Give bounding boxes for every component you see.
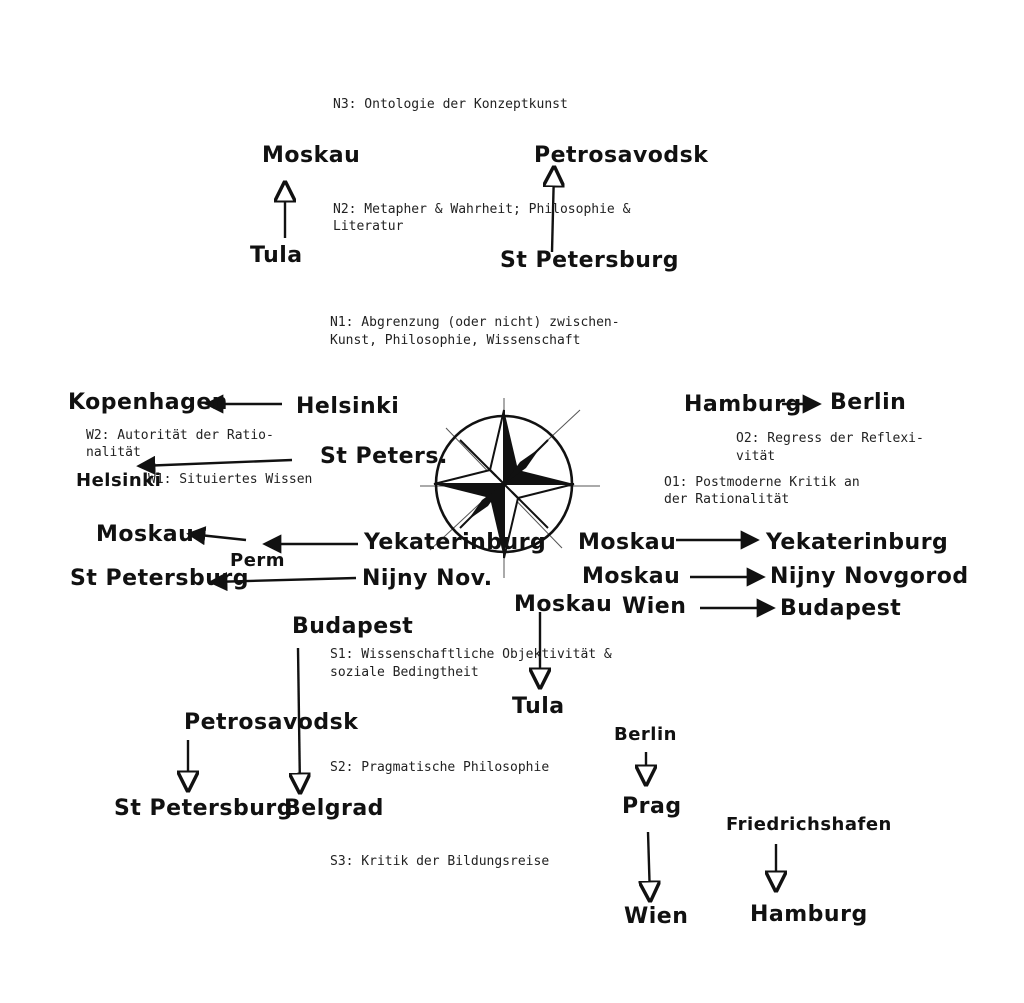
heading-o2-line2: vität: [736, 449, 776, 464]
place-wien-south: Wien: [624, 904, 689, 929]
heading-w2-line1: W2: Autorität der Ratio-: [86, 428, 274, 443]
heading-n1-line2: Kunst, Philosophie, Wissenschaft: [330, 333, 581, 348]
place-berlin-east: Berlin: [830, 390, 907, 415]
place-moskau-east-1: Moskau: [578, 530, 677, 555]
place-stpetersburg-west: St Petersburg: [70, 566, 249, 591]
place-helsinki-west: Helsinki: [296, 394, 400, 419]
heading-o2-line1: O2: Regress der Reflexi-: [736, 431, 924, 446]
heading-n2-line2: Literatur: [333, 219, 404, 234]
heading-o1-line1: O1: Postmoderne Kritik an: [664, 475, 860, 490]
place-moskau-east-2: Moskau: [582, 564, 681, 589]
place-budapest-south: Budapest: [292, 614, 414, 639]
place-berlin-south: Berlin: [614, 724, 677, 745]
place-stpetersburg-north: St Petersburg: [500, 248, 679, 273]
place-belgrad: Belgrad: [284, 796, 384, 821]
heading-s1-line2: soziale Bedingtheit: [330, 665, 479, 680]
place-yekaterinburg-east: Yekaterinburg: [766, 530, 949, 555]
heading-n3: N3: Ontologie der Konzeptkunst: [333, 97, 568, 112]
heading-w1: W1: Situiertes Wissen: [148, 472, 313, 487]
arrow-stpeters-helsinki: [136, 455, 293, 475]
place-hamburg-south: Hamburg: [750, 902, 868, 927]
place-yekaterinburg-west: Yekaterinburg: [364, 530, 547, 555]
heading-s2: S2: Pragmatische Philosophie: [330, 760, 550, 775]
place-helsinki-west-2: Helsinki: [76, 470, 162, 491]
heading-n1-line1: N1: Abgrenzung (oder nicht) zwischen-: [330, 315, 620, 330]
heading-n2-line1: N2: Metapher & Wahrheit; Philosophie &: [333, 202, 631, 217]
place-petrozavodsk-north: Petrosavodsk: [534, 143, 709, 168]
heading-w2-line2: nalität: [86, 445, 141, 460]
heading-s3: S3: Kritik der Bildungsreise: [330, 854, 550, 869]
place-tula-south: Tula: [512, 694, 565, 719]
arrow-belgrad-budapest: [298, 647, 300, 790]
place-petrozavodsk-south: Petrosavodsk: [184, 710, 359, 735]
place-wien-east: Wien: [622, 594, 687, 619]
place-nijny-west: Nijny Nov.: [362, 566, 493, 591]
place-budapest-east: Budapest: [780, 596, 902, 621]
place-tula-north: Tula: [250, 243, 303, 268]
heading-s1-line1: S1: Wissenschaftliche Objektivität &: [330, 647, 612, 662]
place-moskau-north: Moskau: [262, 143, 361, 168]
place-prag: Prag: [622, 794, 682, 819]
place-nijny-east: Nijny Novgorod: [770, 564, 969, 589]
place-hamburg-east: Hamburg: [684, 392, 802, 417]
place-moskau-south: Moskau: [514, 592, 613, 617]
place-moskau-west: Moskau: [96, 522, 195, 547]
arrow-nijny-stpetersburg: [208, 571, 357, 592]
compass-rose-icon: [420, 398, 600, 578]
place-friedrichshafen: Friedrichshafen: [726, 814, 892, 835]
arrow-prag-wien: [648, 831, 650, 898]
place-stpeters-west: St Peters.: [320, 444, 448, 469]
place-perm: Perm: [230, 550, 286, 571]
place-kopenhagen: Kopenhagen: [68, 390, 228, 415]
place-stpetersburg-south: St Petersburg: [114, 796, 293, 821]
heading-o1-line2: der Rationalität: [664, 492, 790, 507]
arrow-perm-moskau: [186, 526, 247, 546]
arrow-stpetersburg-petrozavodsk: [552, 170, 554, 253]
